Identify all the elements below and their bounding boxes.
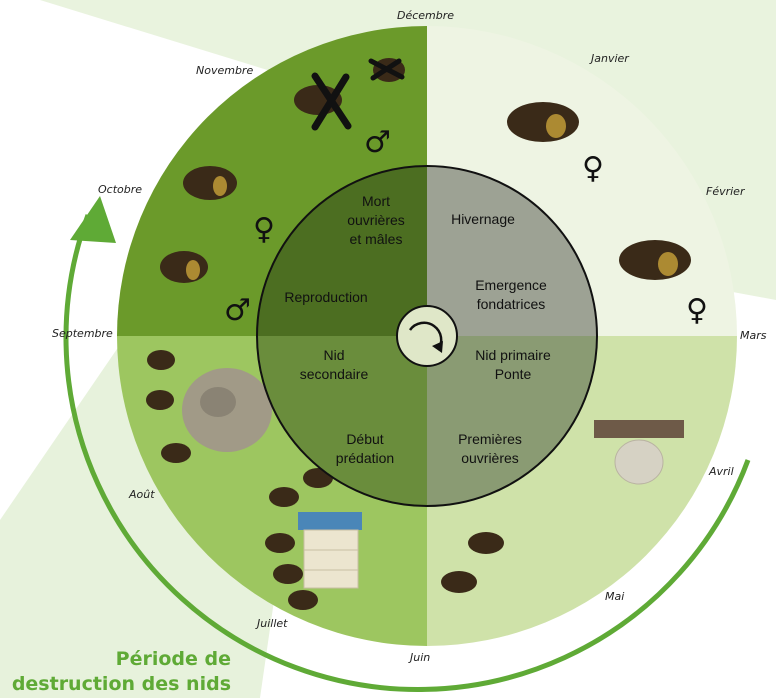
hornet-6-stripe <box>186 260 200 280</box>
month-janvier: Janvier <box>591 52 629 65</box>
stage-nid-primaire: Nid primaire Ponte <box>448 346 578 384</box>
stage-emergence: Emergence fondatrices <box>446 276 576 314</box>
month-novembre: Novembre <box>196 64 253 77</box>
stage-hivernage: Hivernage <box>428 210 538 229</box>
hornet-12 <box>265 533 295 553</box>
female-symbol-janvier: ♀ <box>582 154 604 184</box>
female-symbol-octobre: ♀ <box>253 215 275 245</box>
primary-nest-image <box>615 440 663 484</box>
month-juillet: Juillet <box>257 617 287 630</box>
secondary-nest-texture <box>200 387 236 417</box>
stage-premieres-ouvrieres: Premières ouvrières <box>430 430 550 468</box>
month-mai: Mai <box>605 590 624 603</box>
hornet-14 <box>288 590 318 610</box>
hornet-5 <box>183 166 237 200</box>
hornet-2-stripe <box>658 252 678 276</box>
hornet-16 <box>441 571 477 593</box>
month-juin: Juin <box>410 651 430 664</box>
hornet-11 <box>269 487 299 507</box>
stage-mort: Mort ouvrières et mâles <box>316 192 436 249</box>
month-mars: Mars <box>740 329 767 342</box>
hornet-7 <box>147 350 175 370</box>
month-avril: Avril <box>709 465 734 478</box>
month-decembre: Décembre <box>397 9 454 22</box>
hornet-2 <box>619 240 691 280</box>
destruction-period-line1: Période de <box>12 647 231 672</box>
hornet-1 <box>507 102 579 142</box>
male-symbol-novembre: ♂ <box>364 128 391 158</box>
stage-debut-predation: Début prédation <box>310 430 420 468</box>
hornet-1-stripe <box>546 114 566 138</box>
beehive-roof <box>298 512 362 530</box>
destruction-period-label: Période de destruction des nids <box>12 647 231 697</box>
month-octobre: Octobre <box>98 183 142 196</box>
primary-nest-plank <box>594 420 684 438</box>
hornet-6 <box>160 251 208 283</box>
month-septembre: Septembre <box>52 327 113 340</box>
hornet-15 <box>468 532 504 554</box>
destruction-period-arrowhead <box>70 196 116 243</box>
stage-reproduction: Reproduction <box>266 288 386 307</box>
stage-nid-secondaire: Nid secondaire <box>279 346 389 384</box>
hornet-13 <box>273 564 303 584</box>
hornet-9 <box>161 443 191 463</box>
month-aout: Août <box>129 488 155 501</box>
female-symbol-fevrier: ♀ <box>686 296 708 326</box>
beehive-body <box>304 530 358 588</box>
male-symbol-octobre: ♂ <box>224 296 251 326</box>
hornet-5-stripe <box>213 176 227 196</box>
month-fevrier: Février <box>706 185 744 198</box>
destruction-period-line2: destruction des nids <box>12 672 231 697</box>
hornet-8 <box>146 390 174 410</box>
